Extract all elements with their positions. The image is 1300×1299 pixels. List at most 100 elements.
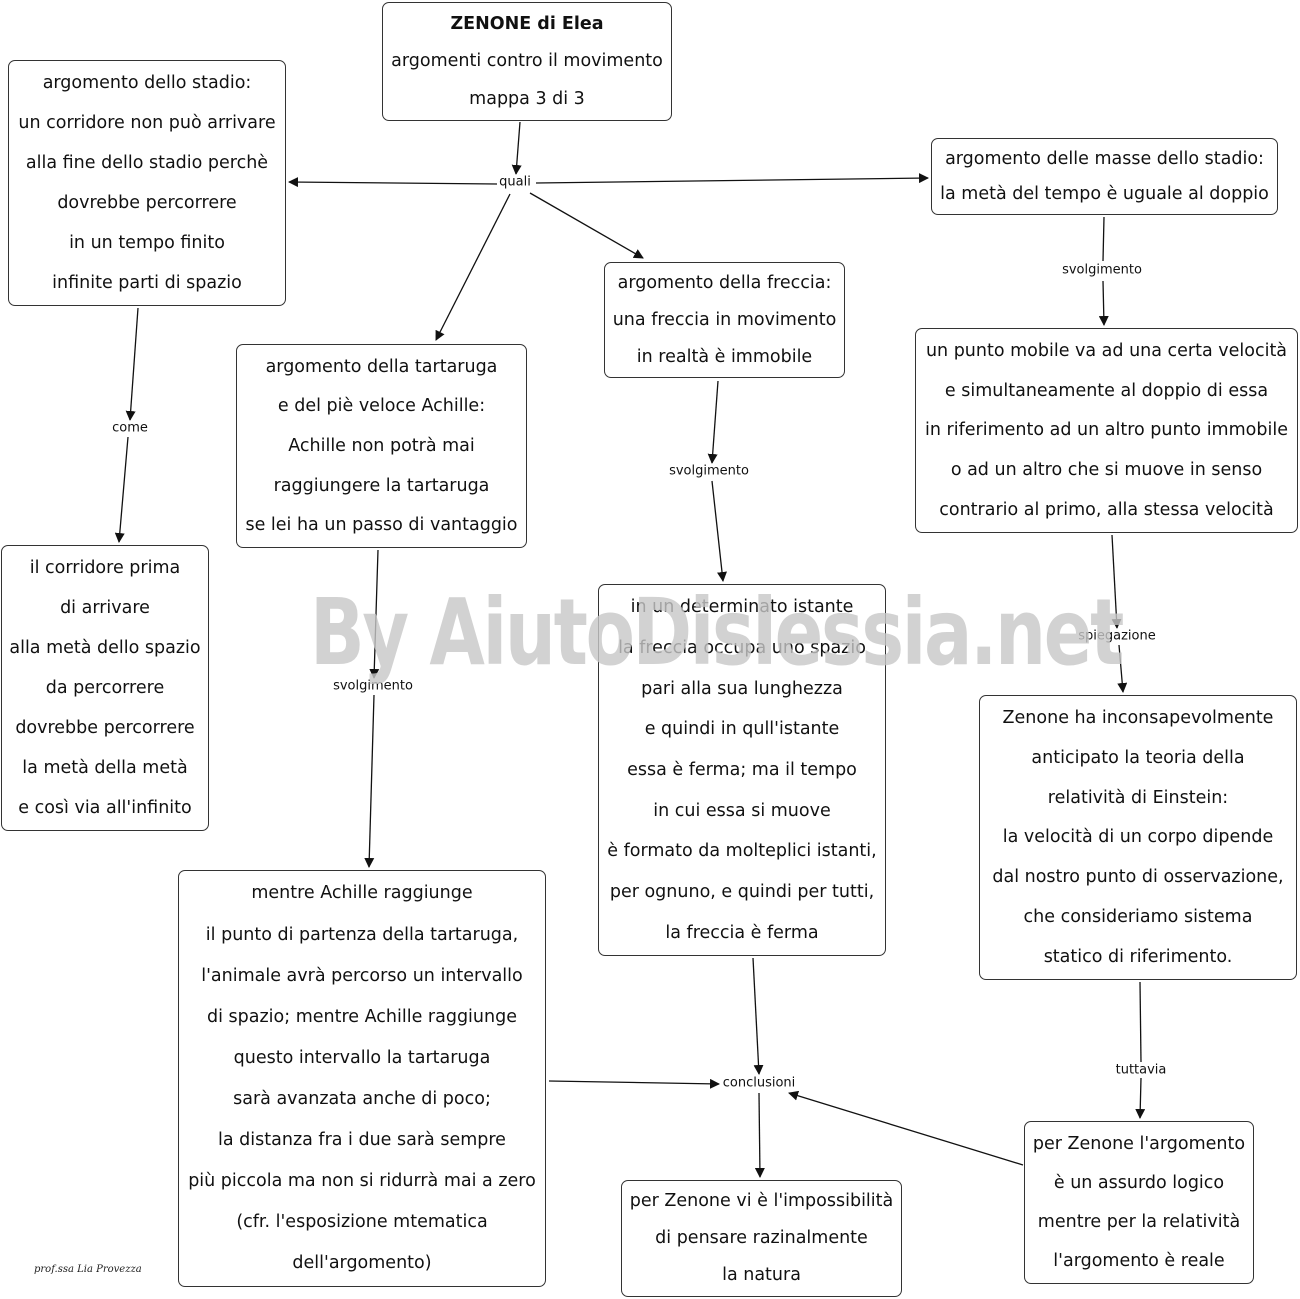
node-text-line: è un assurdo logico: [1053, 1172, 1225, 1193]
node-text-line: l'argomento è reale: [1053, 1251, 1225, 1272]
node-text-line: di spazio; mentre Achille raggiunge: [207, 1006, 517, 1027]
edge-masse-svolgimento: [1102, 216, 1105, 262]
edge-label-spiegazione: spiegazione: [1076, 628, 1158, 644]
edge-quali-freccia: [529, 192, 644, 259]
edge-einstein-tuttavia: [1139, 981, 1142, 1063]
edge-label-svolgimento-freccia: svolgimento: [667, 463, 751, 479]
edge-quali-stadio: [288, 177, 498, 188]
node-text-line: il corridore prima: [29, 557, 181, 578]
node-punto-mobile: un punto mobile va ad una certa velocità…: [915, 328, 1298, 533]
node-einstein: Zenone ha inconsapevolmente anticipato la…: [979, 695, 1297, 980]
edge-label-svolgimento-masse: svolgimento: [1060, 262, 1144, 278]
edge-title-quali: [511, 121, 522, 175]
edge-punto-spiegazione: [1111, 534, 1122, 629]
node-corridore: il corridore prima di arrivare alla metà d…: [1, 545, 209, 831]
node-text-line: dovrebbe percorrere: [57, 192, 237, 213]
node-text-line: la velocità di un corpo dipende: [1002, 827, 1274, 848]
edge-label-quali: quali: [497, 174, 533, 190]
node-text-line: contrario al primo, alla stessa velocità: [939, 500, 1274, 521]
node-masse: argomento delle masse dello stadio: la me…: [931, 138, 1278, 215]
node-title: ZENONE di Elea argomenti contro il movime…: [382, 2, 672, 121]
node-text-line: in cui essa si muove: [653, 800, 831, 821]
node-text-line: (cfr. l'esposizione mtematica: [236, 1212, 488, 1233]
node-text-line: la natura: [722, 1265, 801, 1286]
node-text-line: Zenone ha inconsapevolmente: [1002, 707, 1274, 728]
edge-quali-tartaruga: [435, 193, 511, 341]
node-text-line: un punto mobile va ad una certa velocità: [925, 340, 1288, 361]
node-text-line: argomento delle masse dello stadio:: [945, 148, 1264, 169]
node-text-line: in riferimento ad un altro punto immobil…: [925, 420, 1288, 441]
edge-conclusioni-impossibilita: [754, 1092, 765, 1178]
node-text-line: relatività di Einstein:: [1047, 787, 1229, 808]
edge-spiegazione-einstein: [1117, 644, 1128, 693]
node-text-line: di pensare razinalmente: [655, 1228, 868, 1249]
node-text-line: la freccia è ferma: [665, 922, 819, 943]
node-text-line: la metà del tempo è uguale al doppio: [940, 184, 1269, 205]
node-text-line: infinite parti di spazio: [52, 272, 242, 293]
node-text-line: da percorrere: [45, 677, 165, 698]
node-text-line: pari alla sua lunghezza: [641, 678, 843, 699]
node-text-line: o ad un altro che si muove in senso: [950, 460, 1263, 481]
edge-stadio-come: [125, 307, 139, 421]
edge-label-come: come: [110, 420, 150, 436]
node-text-line: mentre per la relatività: [1037, 1212, 1241, 1233]
node-text-line: di arrivare: [60, 597, 150, 618]
node-text-line: in un tempo finito: [69, 232, 225, 253]
node-text-line: alla metà dello spazio: [9, 637, 201, 658]
node-text-line: e simultaneamente al doppio di essa: [944, 380, 1269, 401]
node-freccia: argomento della freccia: una freccia in m…: [604, 262, 845, 378]
node-text-line: e del piè veloce Achille:: [277, 396, 486, 417]
node-text-line: in realtà è immobile: [636, 346, 813, 367]
author-signature: prof.ssa Lia Provezza: [34, 1264, 142, 1275]
node-text-line: essa è ferma; ma il tempo: [627, 759, 857, 780]
node-text-line: più piccola ma non si ridurrà mai a zero: [188, 1171, 536, 1192]
edge-svolgimento-achille: [364, 694, 375, 868]
node-text-line: mappa 3 di 3: [469, 89, 585, 110]
node-text-line: argomenti contro il movimento: [391, 51, 663, 72]
node-text-line: anticipato la teoria della: [1031, 747, 1245, 768]
node-achille: mentre Achille raggiunge il punto di part…: [178, 870, 546, 1287]
node-text-line: che consideriamo sistema: [1023, 907, 1253, 928]
node-text-line: un corridore non può arrivare: [18, 112, 276, 133]
node-text-line: il punto di partenza della tartaruga,: [205, 924, 519, 945]
edge-svolgimento-istante: [711, 480, 727, 582]
node-text-line: mentre Achille raggiunge: [251, 883, 473, 904]
edge-label-svolgimento-tartaruga: svolgimento: [331, 678, 415, 694]
node-text-line: sarà avanzata anche di poco;: [233, 1088, 491, 1109]
node-text-line: statico di riferimento.: [1043, 946, 1233, 967]
node-text-line: argomento della freccia:: [617, 273, 832, 294]
edge-svolgimento-punto: [1098, 280, 1109, 326]
node-text-line: la metà della metà: [22, 757, 188, 778]
edge-achille-conclusioni: [548, 1078, 720, 1089]
edge-label-tuttavia: tuttavia: [1113, 1062, 1169, 1078]
node-text-line: una freccia in movimento: [612, 309, 837, 330]
node-text-line: ZENONE di Elea: [450, 13, 604, 34]
node-impossibilita: per Zenone vi è l'impossibilità di pensar…: [621, 1180, 902, 1297]
node-text-line: per Zenone vi è l'impossibilità: [629, 1191, 894, 1212]
node-tartaruga: argomento della tartaruga e del piè veloc…: [236, 344, 527, 548]
node-text-line: dal nostro punto di osservazione,: [992, 867, 1284, 888]
node-text-line: è formato da molteplici istanti,: [607, 841, 877, 862]
node-text-line: la freccia occupa uno spazio: [618, 637, 866, 658]
edge-label-conclusioni: conclusioni: [720, 1075, 798, 1091]
node-text-line: se lei ha un passo di vantaggio: [245, 515, 518, 536]
node-text-line: alla fine dello stadio perchè: [25, 152, 269, 173]
node-text-line: argomento dello stadio:: [42, 72, 252, 93]
node-text-line: raggiungere la tartaruga: [273, 475, 490, 496]
node-text-line: Achille non potrà mai: [288, 435, 475, 456]
edge-istante-conclusioni: [752, 957, 764, 1075]
edge-come-corridore: [114, 436, 129, 543]
edge-freccia-svolgimento: [707, 380, 719, 464]
node-text-line: dovrebbe percorrere: [15, 717, 195, 738]
node-text-line: e così via all'infinito: [18, 797, 192, 818]
node-text-line: per ognuno, e quindi per tutti,: [609, 881, 875, 902]
node-text-line: e quindi in qull'istante: [644, 719, 840, 740]
node-text-line: questo intervallo la tartaruga: [233, 1047, 491, 1068]
node-text-line: argomento della tartaruga: [265, 356, 498, 377]
edge-tartaruga-svolgimento: [369, 549, 380, 679]
edge-assurdo-conclusioni: [788, 1090, 1024, 1166]
node-text-line: la distanza fra i due sarà sempre: [218, 1130, 506, 1151]
edge-quali-masse: [535, 173, 929, 184]
